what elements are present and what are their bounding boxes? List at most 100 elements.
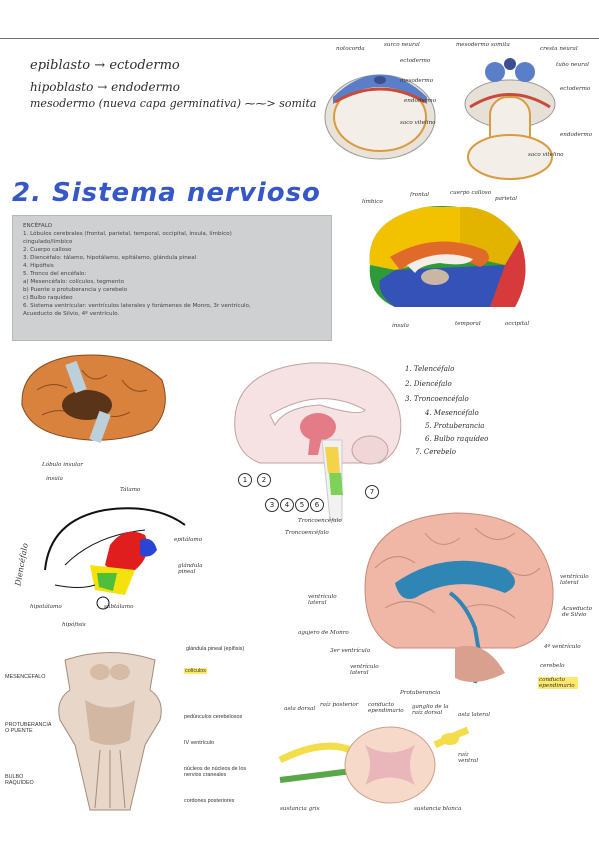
spinal-label: conducto ependimario xyxy=(368,702,404,714)
embryo-right-label: mesodermo somita xyxy=(456,42,510,48)
photo-line: a) Mesencéfalo: colículos, tegmento xyxy=(23,279,125,285)
photo-line: 6. Sistema ventricular: ventrículos late… xyxy=(23,303,251,309)
diencephalon-label: hipotálamo xyxy=(30,604,62,610)
embryo-left-label: notocorda xyxy=(336,46,365,52)
brainstem-label: glándula pineal (epífisis) xyxy=(186,646,245,652)
sagittal-number: 1 xyxy=(238,473,252,487)
embryo-left-label: surco neural xyxy=(384,42,420,48)
embryo-right-label: ectodermo xyxy=(560,86,591,92)
ventricle-label: Protuberancia xyxy=(400,690,441,696)
brainstem-label: pedúnculos cerebelosos xyxy=(184,714,243,720)
embryo-left-label: mesodermo xyxy=(400,78,434,84)
brainstem-region-label: PROTUBERANCIA O PUENTE xyxy=(5,722,52,734)
legend-item: 5. Protuberancia xyxy=(425,422,485,430)
spinal-label: asta dorsal xyxy=(284,706,316,712)
diencephalon-label: epitálamo xyxy=(174,537,203,543)
ventricle-label: agujero de Monro xyxy=(298,630,349,636)
printed-list-photo: ENCÉFALO 1. Lóbulos cerebrales (frontal,… xyxy=(12,215,332,341)
note-result: ectodermo xyxy=(109,58,180,73)
ventricle-label: cerebelo xyxy=(540,663,565,669)
lobe-label: parietal xyxy=(495,196,518,202)
lobe-label: ínsula xyxy=(392,323,409,329)
diencephalon-label: subtálamo xyxy=(104,604,134,610)
diencephalon-label: hipófisis xyxy=(62,622,86,628)
insula-label: Lóbulo insular xyxy=(42,462,83,468)
sagittal-sub-label: Troncoencéfalo xyxy=(285,530,329,536)
sagittal-number: 2 xyxy=(257,473,271,487)
brainstem-label: núcleos de núcleos de los nervios cranea… xyxy=(184,766,247,778)
note-result: somita xyxy=(279,97,317,110)
photo-line: cingulado/límbico xyxy=(23,239,73,245)
photo-line: ENCÉFALO xyxy=(23,223,53,229)
section-title: 2. Sistema nervioso xyxy=(12,178,321,208)
ventricles-diagram xyxy=(364,512,554,684)
note-result: endodermo xyxy=(111,80,180,94)
embryo-diagram-right xyxy=(464,58,556,180)
legend-item: 2. Diencéfalo xyxy=(405,380,452,388)
brainstem-diagram xyxy=(58,652,162,811)
note-line-3: mesodermo (nueva capa germinativa) ⁓⁓> s… xyxy=(30,97,316,110)
photo-line: 1. Lóbulos cerebrales (frontal, parietal… xyxy=(23,231,232,237)
brainstem-label: IV ventrículo xyxy=(184,740,214,746)
photo-line: 4. Hipófisis xyxy=(23,263,54,269)
diencephalon-side-title: Diencéfalo xyxy=(13,542,30,587)
top-rule xyxy=(0,38,599,39)
embryo-right-label: tubo neural xyxy=(556,62,589,68)
brainstem-label: cordones posteriores xyxy=(184,798,235,804)
brainstem-label-highlighted: colículos xyxy=(184,668,207,674)
diencephalon-label: Tálamo xyxy=(120,487,141,493)
legend-item: 7. Cerebelo xyxy=(415,448,456,456)
note-term: mesodermo (nueva capa germinativa) xyxy=(30,97,242,110)
embryo-right-label: endodermo xyxy=(560,132,593,138)
spinal-label: asta lateral xyxy=(458,712,491,718)
photo-line: b) Puente o protuberancia y cerebelo xyxy=(23,287,128,293)
ventricle-label: ventrículo lateral xyxy=(560,574,589,586)
arrow-icon: → xyxy=(94,58,106,73)
note-term: epiblasto xyxy=(30,58,91,73)
brainstem-region-label: BULBO RAQUÍDEO xyxy=(5,774,34,786)
lobe-label: temporal xyxy=(455,321,481,327)
photo-line: Acueducto de Silvio, 4º ventrículo. xyxy=(23,311,120,317)
spinal-cord-diagram xyxy=(278,726,470,804)
arrow-icon: → xyxy=(97,80,108,94)
legend-item: 3. Troncoencéfalo xyxy=(405,395,469,403)
brain-insula-diagram xyxy=(21,354,166,444)
diencephalon-diagram xyxy=(44,507,186,610)
embryo-right-label: saco vitelino xyxy=(528,152,564,158)
ventricle-label: 3er ventrículo xyxy=(330,648,370,654)
legend-item: 4. Mesencéfalo xyxy=(425,409,479,417)
sagittal-sub-label: Troncoencéfalo xyxy=(298,518,342,524)
spinal-label: sustancia blanca xyxy=(414,806,462,812)
ventricle-label: ventrículo lateral xyxy=(350,664,379,676)
brain-lobes-diagram xyxy=(369,205,526,307)
embryo-right-label: cresta neural xyxy=(540,46,578,52)
lobe-label: occipital xyxy=(505,321,530,327)
embryo-left-label: saco vitelino xyxy=(400,120,436,126)
insula-label: ínsula xyxy=(46,476,63,482)
note-line-1: epiblasto → ectodermo xyxy=(30,58,180,73)
legend-item: 1. Telencéfalo xyxy=(405,365,455,373)
diencephalon-label: glándula pineal xyxy=(178,563,203,575)
sagittal-brain-diagram xyxy=(234,362,402,521)
legend-item: 6. Bulbo raquídeo xyxy=(425,435,489,443)
lobe-label: frontal xyxy=(410,192,430,198)
embryo-left-label: endodermo xyxy=(404,98,437,104)
sagittal-number: 6 xyxy=(310,498,324,512)
ventricle-label: 4º ventrículo xyxy=(544,644,581,650)
embryo-diagram-left xyxy=(324,74,436,160)
sagittal-number: 5 xyxy=(295,498,309,512)
note-term: hipoblasto xyxy=(30,80,94,94)
spinal-label: ganglio de la raíz dorsal xyxy=(412,704,449,716)
lobe-label: cuerpo calloso xyxy=(450,190,492,196)
photo-line: 3. Diencéfalo: tálamo, hipotálamo, epitá… xyxy=(23,255,197,261)
embryo-left-label: ectodermo xyxy=(400,58,431,64)
brainstem-region-label: MESENCÉFALO xyxy=(5,674,46,680)
spinal-label: sustancia gris xyxy=(280,806,320,812)
photo-line: 5. Tronco del encéfalo: xyxy=(23,271,87,277)
photo-line: 2. Cuerpo calloso xyxy=(23,247,72,253)
spinal-label: raíz posterior xyxy=(320,702,359,708)
photo-line: c) Bulbo raquídeo xyxy=(23,295,73,301)
sagittal-number: 7 xyxy=(365,485,379,499)
sagittal-number: 3 xyxy=(265,498,279,512)
sagittal-number: 4 xyxy=(280,498,294,512)
